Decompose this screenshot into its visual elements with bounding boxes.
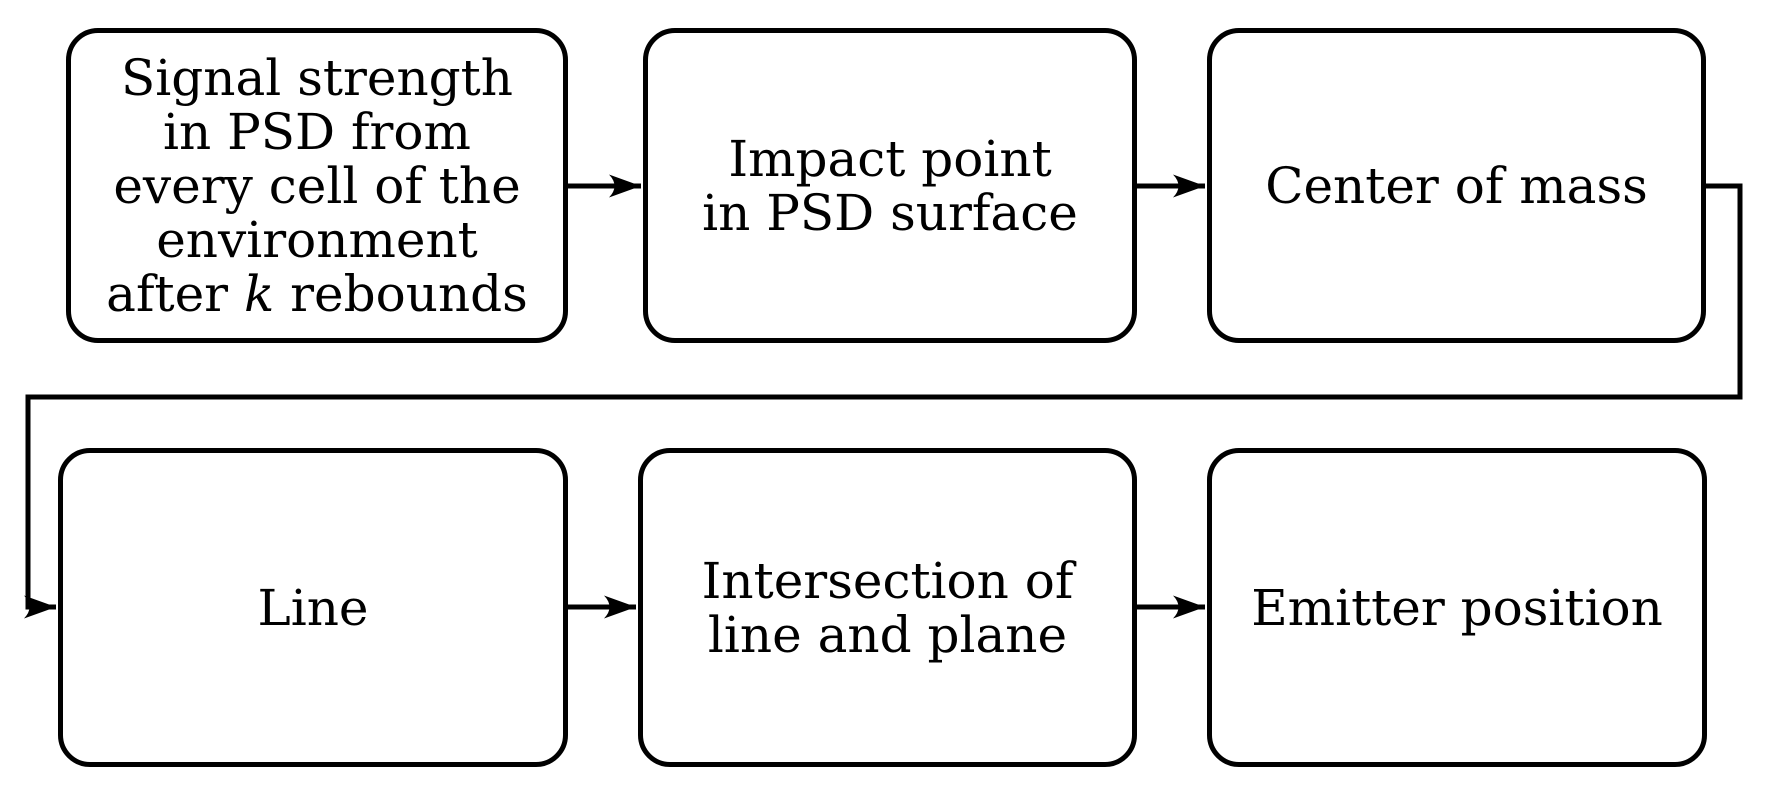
node-label-line: Center of mass xyxy=(1265,156,1648,215)
node-label-line: Impact point xyxy=(728,129,1052,188)
node-label-line: after k rebounds xyxy=(106,267,528,321)
node-intersection: Intersection of line and plane xyxy=(638,448,1137,767)
arrow-center-to-line-wraparound xyxy=(24,183,1743,619)
label-text: after xyxy=(106,264,244,323)
node-signal-strength: Signal strength in PSD from every cell o… xyxy=(66,28,568,343)
node-line: Line xyxy=(58,448,568,767)
node-label-line: in PSD from xyxy=(163,102,471,161)
node-label-line: Intersection of xyxy=(701,551,1074,610)
node-label-line: every cell of the xyxy=(113,156,521,215)
node-impact-point: Impact point in PSD surface xyxy=(643,28,1137,343)
node-label-line: in PSD surface xyxy=(702,183,1078,242)
node-label-line: line and plane xyxy=(707,605,1068,664)
node-label-line: Line xyxy=(257,578,369,637)
node-emitter-position: Emitter position xyxy=(1207,448,1707,767)
node-label-line: Emitter position xyxy=(1251,578,1663,637)
math-variable-k: k xyxy=(243,264,275,323)
node-label-line: environment xyxy=(156,210,478,269)
label-text: rebounds xyxy=(274,264,528,323)
node-center-of-mass: Center of mass xyxy=(1207,28,1706,343)
node-label-line: Signal strength xyxy=(121,48,513,107)
